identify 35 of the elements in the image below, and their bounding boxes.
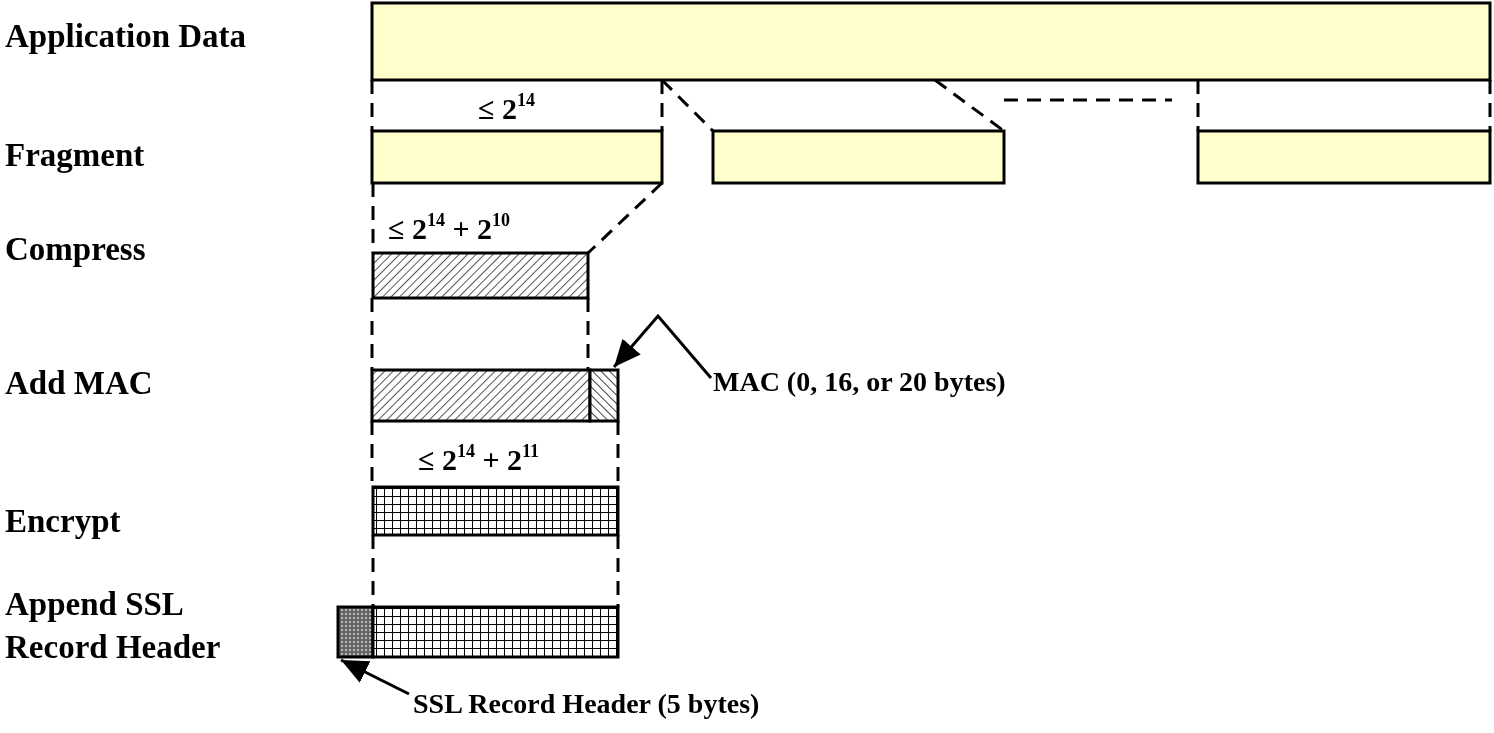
projection-line [586, 181, 664, 255]
row-label: Encrypt [5, 503, 121, 541]
fragment-bar [1196, 129, 1492, 185]
projection-line [371, 535, 375, 607]
encrypted-bar [371, 605, 620, 659]
row-label: Append SSL Record Header [5, 585, 222, 667]
row-label: Application Data [5, 18, 247, 56]
mac-segment [588, 368, 620, 423]
header-segment [336, 605, 375, 659]
application-data-bar [370, 1, 1492, 82]
projection-line [370, 80, 374, 131]
projection-line [1196, 80, 1200, 131]
fragment-bar [370, 129, 664, 185]
compressed-bar [371, 251, 590, 300]
projection-line [934, 78, 1005, 133]
size-label: ≤ 2$^{14}$ [478, 92, 535, 127]
leader-line [340, 658, 410, 696]
encrypted-bar [371, 485, 620, 537]
size-label: ≤ 2$^{14}$ + 2$^{10}$ [388, 212, 511, 247]
projection-line [660, 78, 715, 133]
callout-text: MAC (0, 16, or 20 bytes) [713, 366, 1006, 399]
projection-line [1488, 80, 1492, 131]
size-label: ≤ 2$^{14}$ + 2$^{11}$ [418, 443, 540, 478]
compressed-bar [370, 368, 592, 423]
row-label: Add MAC [5, 365, 153, 403]
projection-line [660, 80, 664, 131]
row-label: Fragment [5, 137, 145, 175]
projection-line [370, 298, 374, 370]
projection-line [616, 535, 620, 607]
fragment-bar [711, 129, 1006, 185]
leader-line [612, 313, 713, 379]
callout-text: SSL Record Header (5 bytes) [413, 688, 760, 721]
row-label: Compress [5, 231, 146, 269]
projection-line [586, 298, 590, 370]
projection-line [371, 183, 375, 253]
